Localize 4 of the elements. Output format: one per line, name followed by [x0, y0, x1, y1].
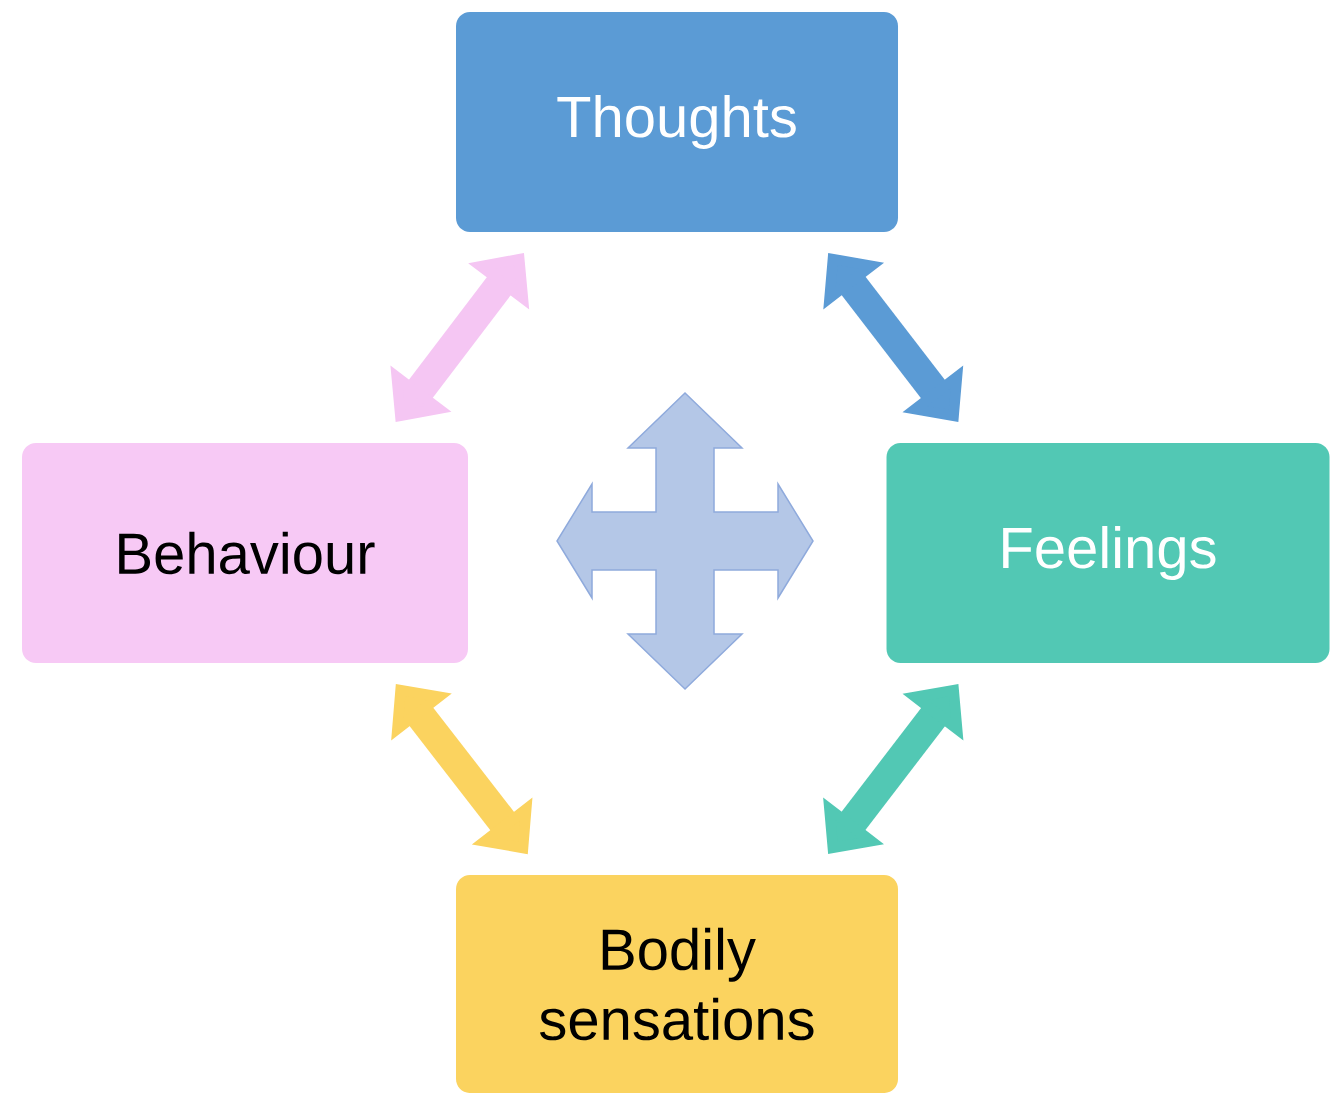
process-box: Behaviour [22, 443, 468, 663]
process-box: Feelings [886, 443, 1330, 663]
process-box: Thoughts [456, 12, 898, 232]
process-box: Bodily sensations [456, 875, 898, 1093]
